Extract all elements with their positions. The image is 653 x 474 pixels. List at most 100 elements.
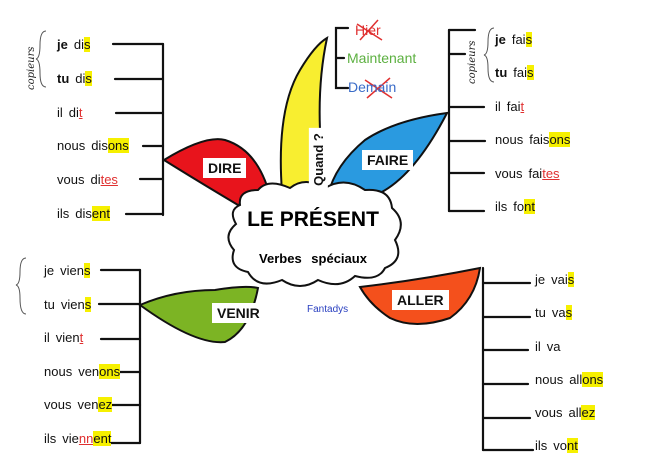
pronoun: vous — [57, 172, 85, 187]
ending-highlight: ons — [107, 138, 129, 153]
ending-highlight: ez — [581, 405, 596, 420]
faire-tree-lines — [447, 28, 487, 213]
faire-label: FAIRE — [362, 150, 414, 170]
ending-highlight: s — [567, 272, 575, 287]
pronoun: il — [44, 330, 50, 345]
pronoun: vous — [535, 405, 563, 420]
ending-highlight: s — [83, 37, 91, 52]
stem: vai — [551, 272, 568, 287]
stem: vien — [60, 297, 85, 312]
pronoun: nous — [44, 364, 73, 379]
venir-tree-lines — [97, 268, 142, 445]
ending-highlight: ent — [93, 431, 112, 446]
pronoun: ils — [535, 438, 548, 453]
pronoun: ils — [495, 199, 508, 214]
pronoun: il — [57, 105, 63, 120]
pronoun: nous — [57, 138, 86, 153]
ending-highlight: nt — [524, 199, 535, 214]
pronoun: vous — [495, 166, 523, 181]
stem: di — [75, 71, 86, 86]
ending-irregular: tes — [542, 166, 560, 181]
dire-tree-lines — [111, 42, 165, 217]
stem: fai — [513, 65, 528, 80]
stem: fai — [528, 166, 543, 181]
pronoun: tu — [535, 305, 546, 320]
stem: va — [546, 339, 561, 354]
ending-irregular: t — [520, 99, 525, 114]
quand-item-maintenant: Maintenant — [347, 50, 417, 66]
aller-label: ALLER — [392, 290, 449, 310]
ending-irregular: t — [79, 330, 84, 345]
subtitle: Verbes spéciaux — [259, 251, 367, 266]
pronoun: tu — [44, 297, 55, 312]
quand-item-hier: Hier — [355, 22, 381, 38]
stem: ven — [77, 397, 99, 412]
venir-label: VENIR — [212, 303, 265, 323]
center-cloud — [227, 181, 402, 287]
pronoun: ils — [44, 431, 57, 446]
stem: all — [568, 405, 582, 420]
pronoun: je — [535, 272, 546, 287]
pronoun: nous — [495, 132, 524, 147]
ending-irregular: t — [78, 105, 83, 120]
ending-highlight: s — [84, 297, 92, 312]
pronoun: il — [535, 339, 541, 354]
venir-leaf — [137, 285, 260, 344]
cross-out-marks — [356, 19, 393, 99]
stem: dis — [75, 206, 92, 221]
quand-label: Quand ? — [308, 128, 328, 191]
pronoun: ils — [57, 206, 70, 221]
ending-highlight: ons — [99, 364, 121, 379]
faire-form: nous faisons — [495, 132, 571, 148]
stem: dis — [91, 138, 108, 153]
stem: di — [90, 172, 101, 187]
stem: fai — [506, 99, 521, 114]
pronoun: je — [495, 32, 506, 47]
ending-highlight: nt — [567, 438, 578, 453]
aller-tree-lines — [481, 266, 535, 452]
quand-item-demain: Demain — [348, 79, 397, 95]
stem: di — [68, 105, 79, 120]
stem: fais — [529, 132, 550, 147]
stem: vien — [60, 263, 84, 278]
pronoun: tu — [57, 71, 70, 86]
quand-bracket — [334, 26, 350, 90]
ending-highlight: ons — [549, 132, 571, 147]
page-title: LE PRÉSENT — [247, 208, 379, 231]
stem: fai — [511, 32, 526, 47]
stem: vien — [55, 330, 80, 345]
credit: Fantadys — [307, 304, 349, 315]
pronoun: vous — [44, 397, 72, 412]
ending-irregular: nn — [78, 431, 94, 446]
ending-highlight: s — [525, 32, 533, 47]
ending-highlight: ons — [582, 372, 604, 387]
stem: all — [569, 372, 583, 387]
ending-highlight: s — [85, 71, 92, 86]
pronoun: je — [44, 263, 55, 278]
pronoun: tu — [495, 65, 508, 80]
ending-highlight: s — [83, 263, 91, 278]
ending-highlight: ez — [98, 397, 113, 412]
ending-highlight: ent — [91, 206, 110, 221]
ending-highlight: s — [527, 65, 534, 80]
stem: ven — [78, 364, 100, 379]
stem: vie — [62, 431, 79, 446]
